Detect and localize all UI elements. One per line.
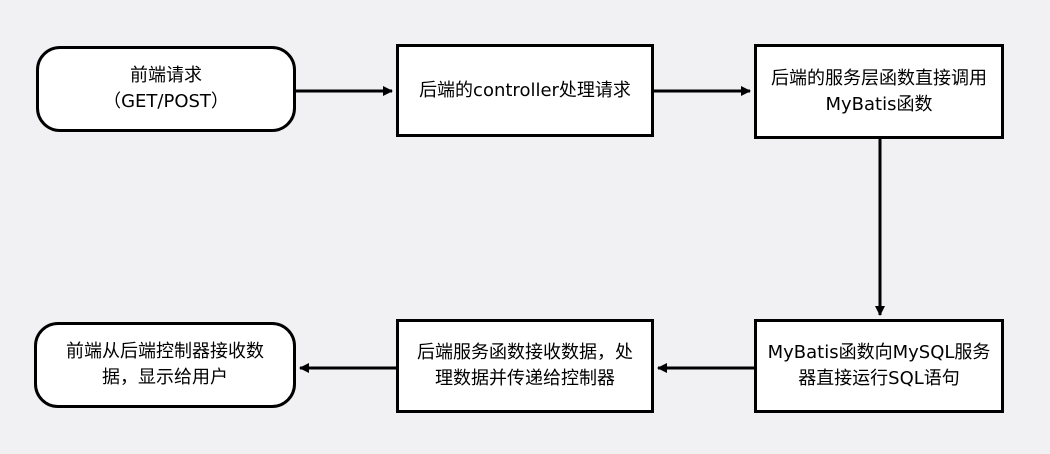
frontend-request-node: 前端请求 （GET/POST） (36, 46, 296, 132)
frontend-display-node: 前端从后端控制器接收数 据，显示给用户 (34, 322, 296, 408)
service-processing-label: 后端服务函数接收数据，处 理数据并传递给控制器 (417, 342, 633, 389)
service-layer-label: 后端的服务层函数直接调用 MyBatis函数 (771, 67, 987, 115)
backend-controller-node: 后端的controller处理请求 (396, 44, 654, 137)
mybatis-mysql-label: MyBatis函数向MySQL服务 器直接运行SQL语句 (767, 342, 991, 389)
mybatis-mysql-node: MyBatis函数向MySQL服务 器直接运行SQL语句 (754, 319, 1004, 413)
backend-controller-label: 后端的controller处理请求 (419, 79, 631, 101)
frontend-request-label: 前端请求 （GET/POST） (103, 65, 229, 112)
frontend-display-label: 前端从后端控制器接收数 据，显示给用户 (66, 341, 264, 388)
service-layer-node: 后端的服务层函数直接调用 MyBatis函数 (754, 44, 1004, 139)
service-processing-node: 后端服务函数接收数据，处 理数据并传递给控制器 (396, 319, 654, 413)
